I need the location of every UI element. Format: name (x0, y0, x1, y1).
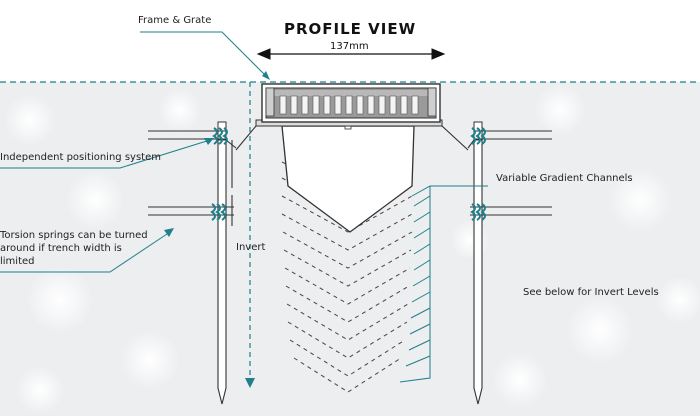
dimension-arrow (256, 48, 446, 60)
spring-coils (210, 127, 486, 221)
page-title: PROFILE VIEW (284, 20, 417, 38)
invert-arrow (245, 82, 255, 388)
torsion-spring-bars (148, 130, 552, 216)
torsion-label-line-3: limited (0, 256, 35, 267)
dimension-label: 137mm (330, 41, 369, 52)
frame-grate-label: Frame & Grate (138, 15, 212, 26)
torsion-label-line-2: around if trench width is (0, 243, 122, 254)
torsion-arrowhead (164, 228, 174, 237)
invert-label: Invert (236, 242, 266, 253)
frame-arrowhead (262, 71, 270, 80)
gradient-label: Variable Gradient Channels (496, 173, 633, 184)
positioning-arrowhead (204, 138, 214, 145)
see-below-label: See below for Invert Levels (523, 287, 659, 298)
torsion-label-line-1: Torsion springs can be turned (0, 230, 148, 241)
frame-supports (235, 125, 469, 151)
positioning-label: Independent positioning system (0, 152, 161, 163)
label-leaders (0, 31, 488, 273)
frame-and-grate (255, 83, 443, 127)
gradient-channel-leaders (399, 185, 466, 383)
